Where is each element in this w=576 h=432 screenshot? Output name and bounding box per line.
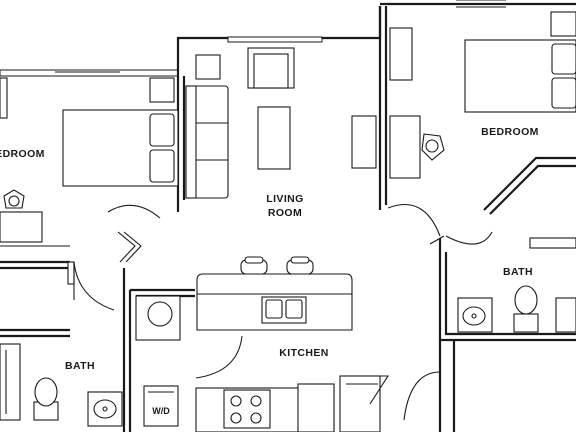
- right-dresser: [389, 27, 413, 81]
- room-label-bedroom-right: BEDROOM: [481, 126, 539, 138]
- living-room-furniture: [185, 47, 377, 199]
- right-desk-chair: [421, 133, 445, 161]
- left-toilet: [33, 377, 59, 421]
- coffee-table: [257, 106, 291, 170]
- room-label-bedroom-left: BEDROOM: [0, 148, 45, 160]
- room-label-bath-left: BATH: [65, 360, 95, 372]
- washer-dryer: [143, 385, 179, 427]
- right-nightstand: [550, 11, 576, 37]
- right-bedroom-furniture: [389, 11, 576, 179]
- right-tub-edge: [555, 297, 576, 333]
- door-left-bath: [73, 261, 115, 311]
- door-left-bedroom: [107, 204, 161, 219]
- left-desk: [0, 211, 43, 243]
- left-bed-pillow-2: [149, 149, 175, 183]
- water-heater: [147, 301, 173, 327]
- side-table: [195, 54, 221, 80]
- right-bath-shelf: [529, 237, 576, 249]
- room-label-kitchen: KITCHEN: [279, 347, 328, 359]
- bar-stool-2: [286, 256, 314, 275]
- pantry-door: [350, 375, 390, 405]
- left-bed-pillow-1: [149, 113, 175, 147]
- doors: [73, 203, 493, 432]
- door-entry: [403, 371, 441, 421]
- room-label-room: ROOM: [268, 207, 302, 219]
- left-nightstand: [149, 77, 175, 103]
- kitchen: [135, 256, 381, 432]
- room-label-bath-right: BATH: [503, 266, 533, 278]
- room-labels: BEDROOM BEDROOM LIVING ROOM KITCHEN BATH…: [0, 126, 539, 416]
- right-toilet: [513, 285, 539, 333]
- left-desk-chair: [3, 189, 25, 209]
- refrigerator: [297, 383, 335, 432]
- door-right-bath: [445, 231, 493, 245]
- door-right-bedroom: [387, 203, 441, 237]
- left-bath: [0, 343, 123, 427]
- bar-stool-1: [240, 256, 268, 275]
- right-desk: [389, 115, 421, 179]
- pantry: [339, 375, 381, 432]
- kitchen-range: [223, 389, 271, 429]
- room-label-living: LIVING: [266, 193, 303, 205]
- door-kitchen: [195, 335, 243, 379]
- left-tub: [0, 343, 21, 421]
- left-bedroom-furniture: [0, 77, 179, 285]
- washer-dryer-label: W/D: [152, 406, 170, 416]
- tv-console: [351, 115, 377, 169]
- right-bath: [457, 237, 576, 333]
